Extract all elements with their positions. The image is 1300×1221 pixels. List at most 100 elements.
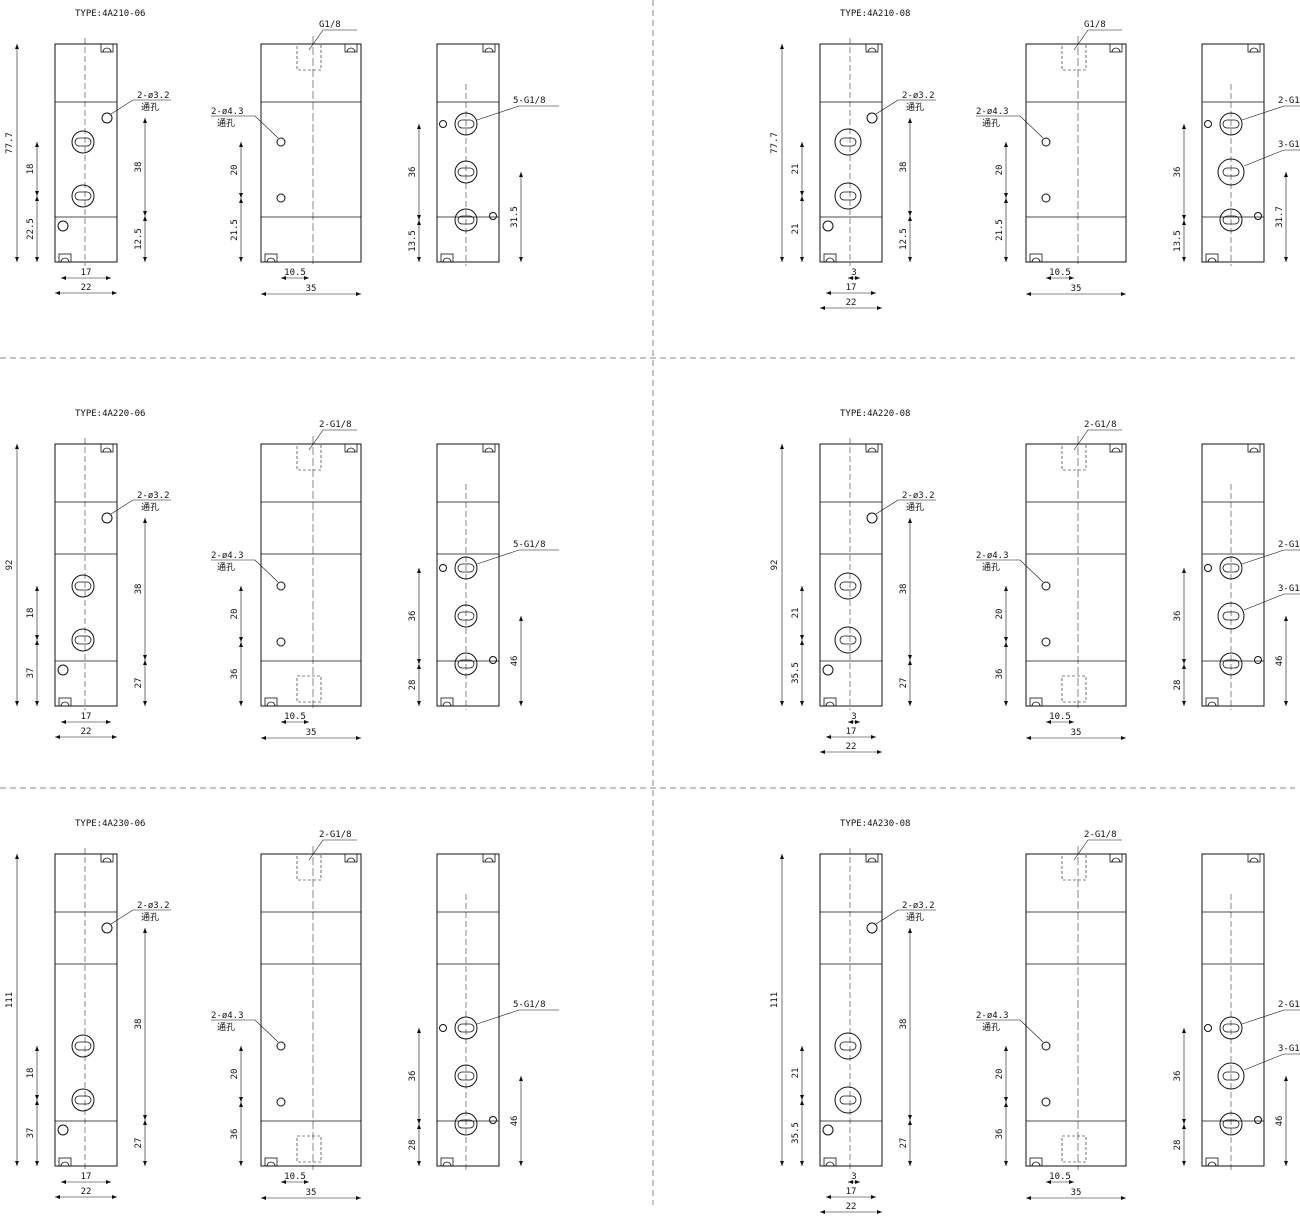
- arrowhead: [800, 701, 804, 706]
- hole-note: 通孔: [906, 912, 924, 923]
- mounting-hole: [1041, 137, 1051, 147]
- valve-drawing-5: TYPE:4A230-062-ø3.2通孔1111837382717222-G1…: [5, 819, 559, 1200]
- left-dimension: 20: [995, 609, 1005, 620]
- arrowhead: [820, 1210, 825, 1214]
- arrowhead: [143, 211, 147, 216]
- arrowhead: [519, 1161, 523, 1166]
- through-hole: [822, 1124, 834, 1136]
- port-circle: [454, 1016, 478, 1040]
- mounting-hole: [439, 1024, 447, 1032]
- mount-notch: [440, 253, 454, 263]
- hole-label: 2-ø3.2: [137, 491, 170, 501]
- arrowhead: [800, 1095, 804, 1100]
- mount-notch-arc: [1111, 47, 1121, 53]
- view-c: 2-G1/83-G1/4362846: [1173, 443, 1300, 710]
- hidden-port: [1061, 1135, 1087, 1163]
- mounting-hole: [1204, 120, 1212, 128]
- body-outline: [819, 443, 883, 707]
- left-dimension: 28: [408, 1140, 418, 1151]
- left-dimension: 21.5: [230, 219, 240, 241]
- hole-label: 2-ø3.2: [137, 901, 170, 911]
- arrowhead: [239, 637, 243, 642]
- arrowhead: [304, 1180, 309, 1184]
- arrowhead: [908, 211, 912, 216]
- mounting-hole: [1041, 637, 1051, 647]
- mount-notch: [264, 253, 278, 263]
- port-slot: [839, 1095, 857, 1105]
- port-circle: [454, 604, 478, 628]
- arrowhead: [800, 142, 804, 147]
- right-dimension: 12.5: [134, 228, 144, 250]
- arrowhead: [55, 291, 60, 295]
- port-slot: [839, 635, 857, 645]
- arrowhead: [1182, 257, 1186, 262]
- arrowhead: [908, 257, 912, 262]
- arrowhead: [871, 1195, 876, 1199]
- mount-notch: [58, 1157, 72, 1167]
- bottom-dimension: 35: [1071, 1188, 1082, 1198]
- bottom-dimension: 10.5: [284, 712, 306, 722]
- view-c: 2-G1/83-G1/43613.531.7: [1173, 43, 1300, 266]
- bottom-dimension: 10.5: [1049, 1172, 1071, 1182]
- mounting-hole: [1204, 1024, 1212, 1032]
- mounting-hole: [489, 1116, 497, 1124]
- arrowhead: [855, 276, 860, 280]
- leader-line: [211, 115, 279, 139]
- through-hole: [57, 220, 69, 232]
- mount-notch-arc: [102, 857, 112, 863]
- arrowhead: [55, 735, 60, 739]
- arrowhead: [877, 1210, 882, 1214]
- arrowhead: [35, 640, 39, 645]
- leader-line: [875, 499, 936, 515]
- valve-drawing-4: TYPE:4A220-082-ø3.2通孔922135.53827317222-…: [770, 409, 1300, 754]
- arrowhead: [356, 736, 361, 740]
- port-slot: [457, 167, 475, 177]
- arrowhead: [35, 701, 39, 706]
- arrowhead: [15, 257, 19, 262]
- arrowhead: [143, 257, 147, 262]
- body-outline: [260, 443, 362, 707]
- port-circle: [834, 182, 862, 210]
- left-dimension: 36: [1173, 167, 1183, 178]
- mounting-hole: [1254, 1116, 1262, 1124]
- bottom-dimension: 17: [846, 283, 857, 293]
- mount-notch-arc: [266, 1161, 276, 1167]
- arrowhead: [871, 291, 876, 295]
- mounting-hole: [276, 193, 286, 203]
- leader-line: [1241, 1009, 1300, 1025]
- leader-line: [308, 429, 357, 451]
- type-title: TYPE:4A210-06: [75, 9, 145, 19]
- port-dimension: 18: [26, 608, 36, 619]
- arrowhead: [143, 118, 147, 123]
- mount-notch: [482, 443, 496, 453]
- arrowhead: [143, 216, 147, 221]
- hole-note: 通孔: [982, 118, 1000, 129]
- body-outline: [819, 853, 883, 1167]
- leader-line: [308, 29, 357, 51]
- arrowhead: [261, 292, 266, 296]
- left-dimension: 20: [230, 609, 240, 620]
- arrowhead: [239, 642, 243, 647]
- port-slot: [1222, 563, 1240, 573]
- arrowhead: [871, 735, 876, 739]
- port-circle: [454, 1112, 478, 1136]
- arrowhead: [239, 1102, 243, 1107]
- mount-notch-arc: [1031, 1161, 1041, 1167]
- port-slot: [457, 215, 475, 225]
- arrowhead: [519, 616, 523, 621]
- arrowhead: [800, 257, 804, 262]
- hole-label: 2-ø4.3: [211, 107, 244, 117]
- arrowhead: [800, 586, 804, 591]
- mount-notch: [58, 253, 72, 263]
- port-circle: [1217, 158, 1245, 186]
- arrowhead: [1026, 1196, 1031, 1200]
- drawings: TYPE:4A210-062-ø3.2通孔77.71822.53812.5172…: [5, 9, 1300, 1214]
- arrowhead: [1182, 659, 1186, 664]
- arrowhead: [848, 1180, 853, 1184]
- body-outline: [1025, 43, 1127, 263]
- mount-notch: [482, 853, 496, 863]
- hole-label: 2-ø3.2: [902, 901, 935, 911]
- arrowhead: [417, 664, 421, 669]
